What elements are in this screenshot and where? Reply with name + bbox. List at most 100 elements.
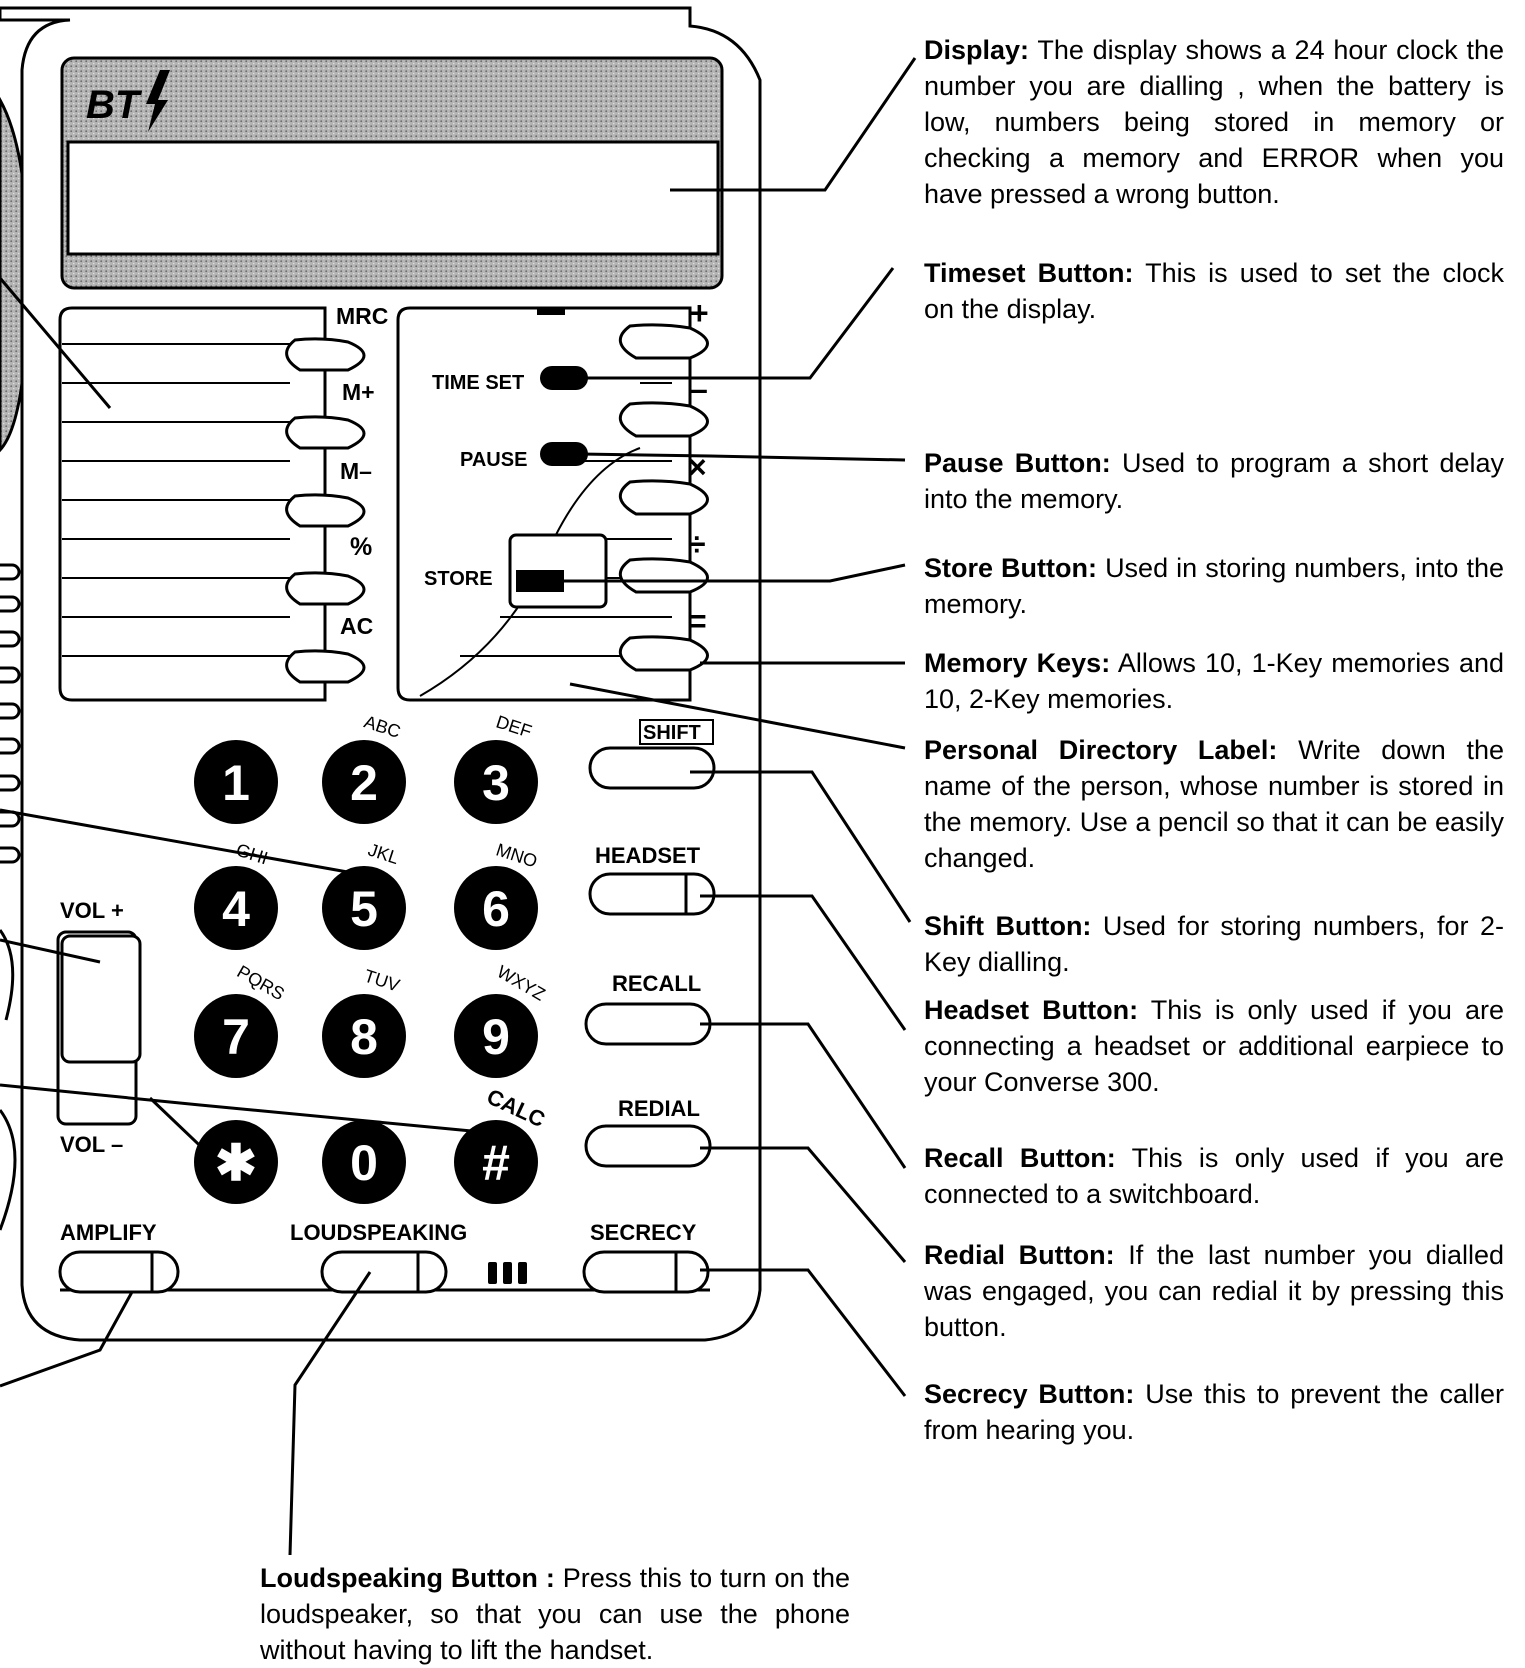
headset-title: Headset Button: bbox=[924, 995, 1139, 1025]
memory-key-3[interactable] bbox=[285, 493, 366, 528]
op-key-column bbox=[619, 323, 709, 672]
loudspeaking-text: Press this to turn on the loudspeaker, s… bbox=[260, 1563, 850, 1665]
key-3[interactable] bbox=[454, 740, 538, 824]
key-digit: 1 bbox=[222, 755, 250, 811]
shift-button[interactable] bbox=[588, 746, 716, 790]
directory-text: Write down the name of the person, whose… bbox=[924, 735, 1504, 873]
redial-button[interactable] bbox=[584, 1124, 712, 1168]
secrecy-label: SECRECY bbox=[590, 1220, 697, 1245]
time-set-button[interactable] bbox=[540, 366, 588, 390]
keypad bbox=[194, 740, 538, 1204]
op-key-label: + bbox=[690, 295, 709, 331]
memory-key-1[interactable] bbox=[285, 337, 366, 372]
key-2[interactable] bbox=[322, 740, 406, 824]
key-7[interactable] bbox=[194, 994, 278, 1078]
key-4[interactable] bbox=[194, 866, 278, 950]
directory-label-panel bbox=[58, 306, 327, 702]
calc-key-label: % bbox=[350, 533, 372, 561]
secrecy-text: Use this to prevent the caller from hear… bbox=[924, 1379, 1504, 1445]
key-hash[interactable] bbox=[454, 1120, 538, 1204]
store-description: Store Button: Used in storing numbers, i… bbox=[924, 550, 1504, 622]
calc-key-label: MRC bbox=[336, 303, 388, 329]
display-text: The display shows a 24 hour clock the nu… bbox=[924, 35, 1505, 209]
memory-key-5[interactable] bbox=[285, 649, 366, 684]
leader-shift bbox=[690, 770, 912, 923]
key-0[interactable] bbox=[322, 1120, 406, 1204]
key-digit: 0 bbox=[350, 1135, 378, 1191]
memory-key-2[interactable] bbox=[285, 415, 366, 450]
leader-directory-left bbox=[0, 277, 112, 409]
time-set-label: TIME SET bbox=[432, 372, 524, 394]
vol-up-label: VOL + bbox=[60, 898, 124, 923]
leader-loudspeaking bbox=[288, 1271, 372, 1556]
memory-title: Memory Keys: bbox=[924, 648, 1111, 678]
key-digit: 2 bbox=[350, 755, 378, 811]
secrecy-button[interactable] bbox=[582, 1250, 710, 1294]
memory-key-6[interactable] bbox=[619, 323, 709, 360]
callout-lines bbox=[0, 57, 917, 1556]
leader-key5 bbox=[0, 808, 371, 878]
memory-key-10[interactable] bbox=[619, 635, 709, 672]
key-9[interactable] bbox=[454, 994, 538, 1078]
vol-down-label: VOL – bbox=[60, 1132, 123, 1157]
leader-star-key bbox=[148, 1096, 217, 1162]
speaker-grille bbox=[0, 563, 21, 864]
keypad-digits: 1 2 3 4 5 6 7 8 9 ✱ 0 # bbox=[215, 755, 510, 1191]
key-1[interactable] bbox=[194, 740, 278, 824]
leader-timeset bbox=[580, 267, 895, 380]
redial-text: If the last number you dialled was engag… bbox=[924, 1240, 1504, 1342]
secrecy-description: Secrecy Button: Use this to prevent the … bbox=[924, 1376, 1504, 1448]
key-6[interactable] bbox=[454, 866, 538, 950]
leader-calc bbox=[0, 1083, 483, 1134]
directory-title: Personal Directory Label: bbox=[924, 735, 1278, 765]
loudspeaking-title: Loudspeaking Button : bbox=[260, 1563, 555, 1593]
leader-directory bbox=[569, 682, 906, 750]
memory-key-4[interactable] bbox=[285, 571, 366, 606]
headset-text: This is only used if you are connecting … bbox=[924, 995, 1505, 1097]
memory-description: Memory Keys: Allows 10, 1-Key memories a… bbox=[924, 645, 1504, 717]
redial-label: REDIAL bbox=[618, 1096, 700, 1121]
key-star[interactable] bbox=[194, 1120, 278, 1204]
leader-redial bbox=[700, 1146, 907, 1263]
recall-label: RECALL bbox=[612, 971, 701, 996]
key-digit: ✱ bbox=[215, 1135, 257, 1191]
memory-key-panel bbox=[396, 306, 692, 702]
shift-title: Shift Button: bbox=[924, 911, 1092, 941]
panel-top-mark bbox=[537, 307, 565, 315]
leader-display bbox=[670, 57, 917, 192]
memory-key-7[interactable] bbox=[619, 401, 709, 438]
redial-title: Redial Button: bbox=[924, 1240, 1115, 1270]
leader-store bbox=[530, 563, 906, 583]
volume-slider-handle[interactable] bbox=[60, 934, 142, 1064]
directory-label-lines bbox=[62, 343, 290, 657]
recall-button[interactable] bbox=[584, 1002, 712, 1046]
leader-amplify bbox=[0, 1291, 134, 1388]
pause-title: Pause Button: bbox=[924, 448, 1111, 478]
display-title: Display: bbox=[924, 35, 1030, 65]
headset-button[interactable] bbox=[588, 872, 716, 916]
op-key-label: = bbox=[688, 603, 707, 639]
redial-description: Redial Button: If the last number you di… bbox=[924, 1237, 1504, 1345]
op-key-label: ÷ bbox=[688, 526, 706, 562]
recall-description: Recall Button: This is only used if you … bbox=[924, 1140, 1504, 1212]
headset-label: HEADSET bbox=[595, 843, 701, 868]
pause-button[interactable] bbox=[540, 442, 588, 466]
key-digit: 5 bbox=[350, 881, 378, 937]
display-screen bbox=[66, 140, 720, 256]
calc-key-column bbox=[285, 337, 366, 684]
shift-label: SHIFT bbox=[643, 722, 701, 744]
bt-logo: BT bbox=[86, 70, 170, 132]
memory-key-8[interactable] bbox=[619, 479, 709, 516]
recall-text: This is only used if you are connected t… bbox=[924, 1143, 1504, 1209]
key-digit: 7 bbox=[222, 1009, 250, 1065]
key-8[interactable] bbox=[322, 994, 406, 1078]
key-digit: 9 bbox=[482, 1009, 510, 1065]
key-digit: 4 bbox=[222, 881, 250, 937]
loudspeaking-button[interactable] bbox=[320, 1250, 448, 1294]
store-title: Store Button: bbox=[924, 553, 1098, 583]
key-5[interactable] bbox=[322, 866, 406, 950]
op-key-label: – bbox=[690, 371, 708, 407]
memory-key-9[interactable] bbox=[619, 557, 709, 594]
amplify-button[interactable] bbox=[58, 1250, 180, 1294]
